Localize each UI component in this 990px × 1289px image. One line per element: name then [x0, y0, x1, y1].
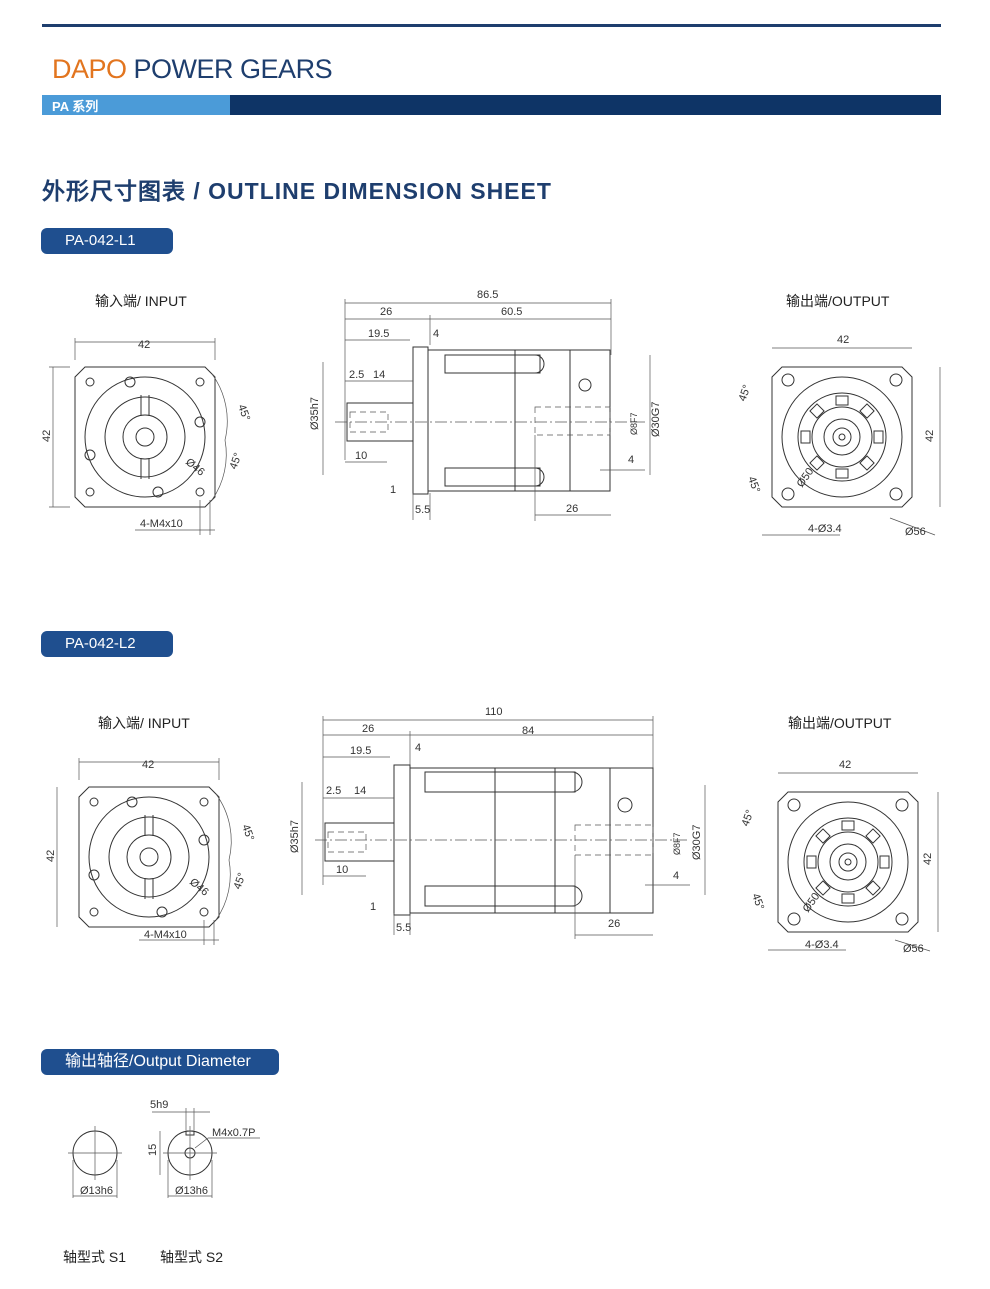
model-pill-l2: PA-042-L2: [41, 631, 173, 657]
side-bore-l1: Ø35h7: [309, 397, 321, 430]
side-d3-l1: 10: [355, 450, 367, 462]
side-d4-l1: 1: [390, 484, 396, 496]
s2-dia: Ø13h6: [175, 1185, 208, 1197]
side-gap-l1: 4: [433, 328, 439, 340]
output-view-drawing-l1: 42 42 45° 45° Ø50 4-Ø3.4 Ø56: [737, 334, 941, 538]
output-height-l2: 42: [922, 853, 934, 865]
input-view-drawing-l2: 42 42 45° 45° Ø46 4-M4x10: [45, 758, 256, 945]
side-key-l1: Ø8F7: [629, 412, 639, 435]
side-gap-l2: 4: [415, 742, 421, 754]
output-pcd-l1: Ø50: [795, 466, 817, 490]
input-view-label-l1: 输入端/ INPUT: [95, 293, 187, 309]
side-bore-l2: Ø35h7: [289, 820, 301, 853]
input-angle-bottom-l1: 45°: [228, 451, 245, 471]
input-width-l2: 42: [142, 759, 154, 771]
output-holes-l2: 4-Ø3.4: [805, 939, 839, 951]
brand-part2: POWER GEARS: [133, 54, 333, 84]
side-body-len-l2: 84: [522, 725, 534, 737]
input-holes-l1: 4-M4x10: [140, 518, 183, 530]
input-height-l2: 42: [45, 850, 57, 862]
shaft-type-s2-label: 轴型式 S2: [160, 1249, 224, 1265]
output-width-l1: 42: [837, 334, 849, 346]
model-pill-l1: PA-042-L1: [41, 228, 173, 254]
series-bar: [42, 95, 941, 115]
side-input-len-l1: 26: [380, 306, 392, 318]
side-d1-l2: 2.5: [326, 785, 341, 797]
s2-thread: M4x0.7P: [212, 1127, 255, 1139]
input-angle-top-l1: 45°: [235, 403, 252, 423]
output-outer-l1: Ø56: [905, 526, 926, 538]
header-top-line: [42, 24, 941, 27]
side-d2-l2: 14: [354, 785, 366, 797]
side-d5-l1: 5.5: [415, 504, 430, 516]
output-diameter-pill: 输出轴径/Output Diameter: [41, 1049, 279, 1075]
side-flange-l1: 19.5: [368, 328, 389, 340]
brand-title: DAPO POWER GEARS: [52, 54, 333, 85]
input-angle-bottom-l2: 45°: [232, 871, 249, 891]
output-angle-top-l2: 45°: [740, 808, 757, 828]
input-circle-l2: Ø46: [187, 876, 211, 899]
shaft-type-s1-label: 轴型式 S1: [63, 1249, 127, 1265]
side-view-drawing-l1: 86.5 26 60.5 19.5 4 Ø35h7 Ø30G7 Ø8F7 4 2…: [309, 289, 662, 521]
brand-part1: DAPO: [52, 54, 127, 84]
input-circle-l1: Ø46: [183, 456, 207, 479]
side-out-dia-l2: Ø30G7: [691, 825, 703, 860]
side-input-len-l2: 26: [362, 723, 374, 735]
input-view-label-l2: 输入端/ INPUT: [98, 715, 190, 731]
output-pcd-l2: Ø50: [801, 891, 823, 915]
side-out-step-l1: 4: [628, 454, 634, 466]
output-holes-l1: 4-Ø3.4: [808, 523, 842, 535]
side-out-len-l1: 26: [566, 503, 578, 515]
output-view-drawing-l2: 42 42 45° 45° Ø50 4-Ø3.4 Ø56: [740, 759, 939, 955]
series-label: PA 系列: [52, 99, 99, 114]
shaft-diagrams: Ø13h6 5h9 15 M4x0.7P Ø13h6: [68, 1099, 260, 1198]
side-d3-l2: 10: [336, 864, 348, 876]
output-angle-top-l1: 45°: [737, 383, 754, 403]
series-tab: [42, 95, 230, 115]
side-d1-l1: 2.5: [349, 369, 364, 381]
s1-dia: Ø13h6: [80, 1185, 113, 1197]
output-width-l2: 42: [839, 759, 851, 771]
side-view-drawing-l2: 110 26 84 19.5 4 Ø35h7 Ø30G7 Ø8F7 4 2.5 …: [289, 706, 706, 939]
s2-height: 15: [147, 1144, 159, 1156]
output-angle-bottom-l2: 45°: [749, 892, 766, 912]
side-d4-l2: 1: [370, 901, 376, 913]
s2-key: 5h9: [150, 1099, 168, 1111]
output-angle-bottom-l1: 45°: [745, 475, 762, 495]
input-height-l1: 42: [41, 430, 53, 442]
side-total-l2: 110: [485, 706, 503, 718]
side-body-len-l1: 60.5: [501, 306, 522, 318]
input-holes-l2: 4-M4x10: [144, 929, 187, 941]
output-view-label-l2: 输出端/OUTPUT: [788, 715, 892, 731]
input-angle-top-l2: 45°: [239, 823, 256, 843]
input-view-drawing-l1: 42 42 45° 45° Ø46 4-M4x10: [41, 338, 252, 535]
input-width-l1: 42: [138, 339, 150, 351]
output-view-label-l1: 输出端/OUTPUT: [786, 293, 890, 309]
side-out-len-l2: 26: [608, 918, 620, 930]
output-outer-l2: Ø56: [903, 943, 924, 955]
side-d2-l1: 14: [373, 369, 385, 381]
side-out-step-l2: 4: [673, 870, 679, 882]
side-d5-l2: 5.5: [396, 922, 411, 934]
sheet-title: 外形尺寸图表 / OUTLINE DIMENSION SHEET: [42, 178, 552, 204]
side-flange-l2: 19.5: [350, 745, 371, 757]
side-total-l1: 86.5: [477, 289, 498, 301]
side-out-dia-l1: Ø30G7: [650, 402, 662, 437]
side-key-l2: Ø8F7: [672, 832, 682, 855]
output-height-l1: 42: [924, 430, 936, 442]
